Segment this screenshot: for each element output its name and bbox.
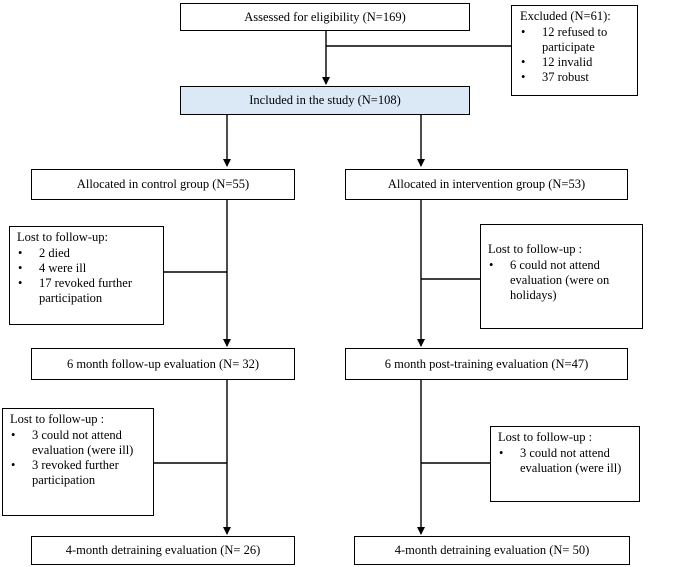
excluded-box: Excluded (N=61): 12 refused to participa… xyxy=(511,5,638,96)
control-allocated-box: Allocated in control group (N=55) xyxy=(31,169,295,200)
excluded-item: 12 invalid xyxy=(520,55,631,70)
intervention-lost2-title: Lost to follow-up : xyxy=(498,430,593,444)
control-lost2-title: Lost to follow-up : xyxy=(10,412,105,426)
control-lost1-title: Lost to follow-up: xyxy=(17,230,108,244)
intervention-allocated-label: Allocated in intervention group (N=53) xyxy=(387,177,586,191)
intervention-lost1-item: 6 could not attend evaluation (were on h… xyxy=(488,258,636,303)
excluded-item: 37 robust xyxy=(520,70,631,85)
assessed-box: Assessed for eligibility (N=169) xyxy=(180,3,470,31)
control-lost1-item: 2 died xyxy=(17,246,157,261)
included-label: Included in the study (N=108) xyxy=(249,93,401,107)
intervention-allocated-box: Allocated in intervention group (N=53) xyxy=(345,169,628,200)
intervention-lost1-title: Lost to follow-up : xyxy=(488,242,583,256)
control-detrain-box: 4-month detraining evaluation (N= 26) xyxy=(31,536,295,565)
control-lost2-item: 3 revoked further participation xyxy=(10,458,147,488)
control-lost2-box: Lost to follow-up : 3 could not attend e… xyxy=(2,408,154,516)
excluded-title: Excluded (N=61): xyxy=(520,9,611,23)
control-eval6-box: 6 month follow-up evaluation (N= 32) xyxy=(31,348,295,380)
excluded-item: 12 refused to participate xyxy=(520,25,631,55)
intervention-detrain-box: 4-month detraining evaluation (N= 50) xyxy=(354,536,630,565)
included-box: Included in the study (N=108) xyxy=(180,86,470,115)
intervention-detrain-label: 4-month detraining evaluation (N= 50) xyxy=(394,543,590,557)
intervention-lost2-item: 3 could not attend evaluation (were ill) xyxy=(498,446,633,476)
intervention-lost2-box: Lost to follow-up : 3 could not attend e… xyxy=(490,426,640,502)
intervention-eval6-label: 6 month post-training evaluation (N=47) xyxy=(384,356,589,371)
control-lost2-item: 3 could not attend evaluation (were ill) xyxy=(10,428,147,458)
control-lost1-box: Lost to follow-up: 2 died 4 were ill 17 … xyxy=(9,226,164,325)
intervention-eval6-box: 6 month post-training evaluation (N=47) xyxy=(345,348,628,380)
assessed-label: Assessed for eligibility (N=169) xyxy=(244,9,406,24)
control-allocated-label: Allocated in control group (N=55) xyxy=(76,177,250,191)
control-detrain-label: 4-month detraining evaluation (N= 26) xyxy=(65,543,261,557)
control-eval6-label: 6 month follow-up evaluation (N= 32) xyxy=(66,356,260,371)
intervention-lost1-box: Lost to follow-up : 6 could not attend e… xyxy=(480,224,643,329)
control-lost1-item: 4 were ill xyxy=(17,261,157,276)
control-lost1-item: 17 revoked further participation xyxy=(17,276,157,306)
